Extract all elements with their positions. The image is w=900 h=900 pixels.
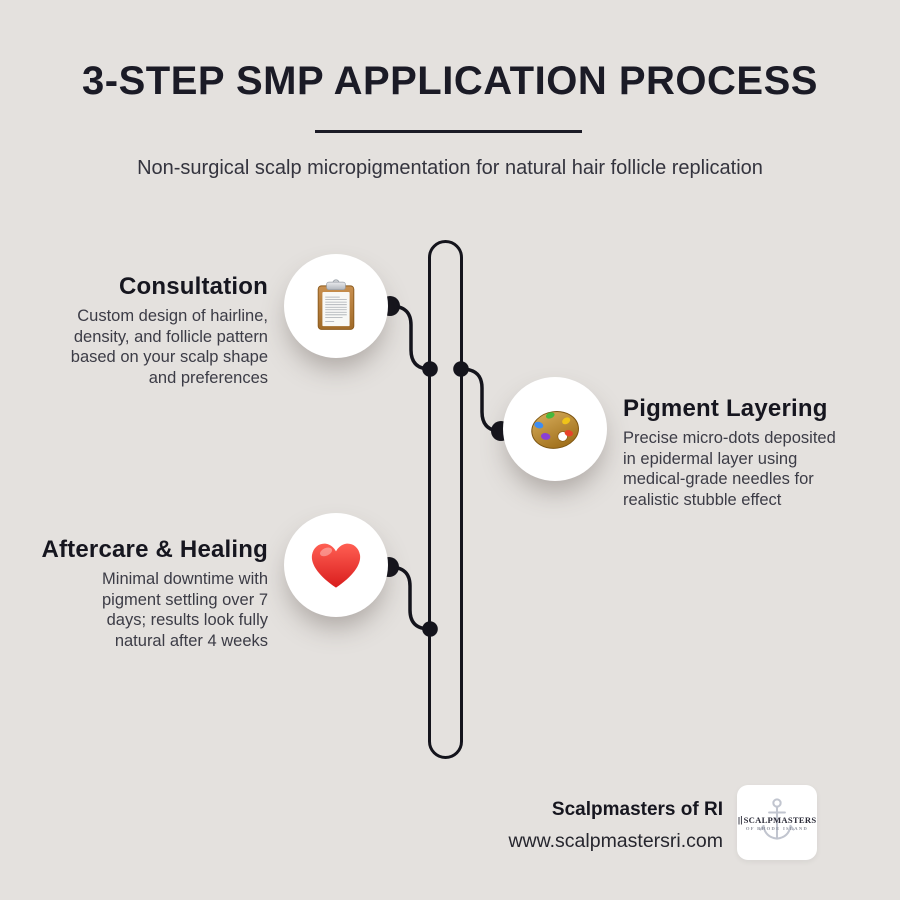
hair-strokes-icon [738,815,742,824]
footer-website: www.scalpmastersri.com [508,830,723,852]
step-1-title: Consultation [118,273,268,300]
rail-dot-step-3 [422,621,438,637]
footer-brand-name: Scalpmasters of RI [551,799,723,820]
rail-dot-step-1 [422,361,438,377]
connector-step-3 [387,565,432,631]
page-title: 3-STEP SMP APPLICATION PROCESS [82,59,818,103]
step-3-description: Minimal downtime with pigment settling o… [101,570,268,650]
step-2-title: Pigment Layering [623,395,828,422]
step-3-icon-circle [284,513,388,617]
connector-step-1 [388,304,432,371]
scalpmasters-logo: SCALPMASTERS OF RHODE ISLAND [737,785,817,860]
artist-palette-icon [531,411,579,449]
step-2-icon-circle [503,377,607,481]
logo-tagline: OF RHODE ISLAND [745,826,809,831]
anchor-icon [759,798,795,840]
clipboard-icon [317,279,355,330]
page-subtitle: Non-surgical scalp micropigmentation for… [137,157,763,179]
connector-step-2 [459,367,503,433]
step-3-title: Aftercare & Healing [41,536,268,563]
step-3-text-block: Aftercare & Healing Minimal downtime wit… [8,535,268,651]
title-divider [315,130,582,133]
red-heart-icon [311,543,361,588]
logo-wordmark: SCALPMASTERS [743,815,817,825]
step-1-icon-circle [284,254,388,358]
logo-wordmark-row: SCALPMASTERS [737,815,817,825]
step-1-description: Custom design of hairline, density, and … [70,307,268,387]
step-2-text-block: Pigment Layering Precise micro-dots depo… [623,394,873,510]
step-1-text-block: Consultation Custom design of hairline, … [8,272,268,388]
rail-dot-step-2 [453,361,469,377]
step-2-description: Precise micro-dots deposited in epiderma… [623,429,836,509]
timeline-capsule [428,240,463,759]
